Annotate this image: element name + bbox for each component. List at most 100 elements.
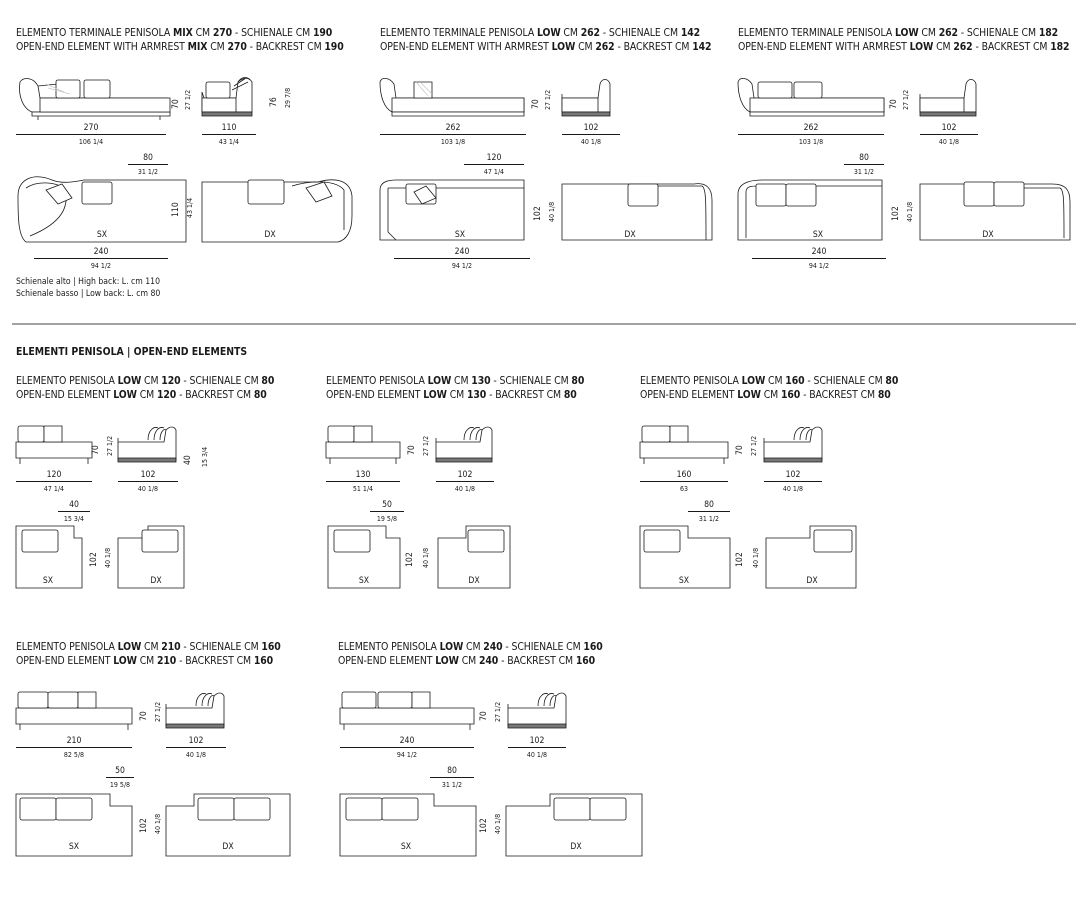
sofa-front-view xyxy=(640,426,728,464)
dimension-line xyxy=(16,481,92,482)
element-title-it: ELEMENTO PENISOLA LOW CM 160 - SCHIENALE… xyxy=(640,375,899,387)
side-width: 110 xyxy=(221,123,237,133)
element-title-en: OPEN-END ELEMENT LOW CM 210 - BACKREST C… xyxy=(16,655,274,667)
sofa-side-view xyxy=(436,427,492,462)
front-width: 240 xyxy=(399,736,415,746)
section-title: ELEMENTI PENISOLA | OPEN-END ELEMENTS xyxy=(16,346,248,358)
depth: 102 xyxy=(89,552,99,567)
side-width-inches: 40 1/8 xyxy=(137,485,159,493)
back-width: 80 xyxy=(859,153,869,163)
height-inches: 27 1/2 xyxy=(106,435,114,456)
back-width-inches: 31 1/2 xyxy=(698,515,720,523)
height: 70 xyxy=(531,99,541,109)
top-width-inches: 94 1/2 xyxy=(808,262,830,270)
dimension-line xyxy=(106,777,134,778)
right-label: DX xyxy=(264,230,276,240)
height: 70 xyxy=(139,711,149,721)
depth: 102 xyxy=(533,206,543,221)
dimension-line xyxy=(380,134,526,135)
dimension-line xyxy=(688,511,730,512)
height: 70 xyxy=(889,99,899,109)
dimension-line xyxy=(436,481,494,482)
depth-inches: 40 1/8 xyxy=(752,547,760,568)
dimension-line xyxy=(34,258,168,259)
top-width-inches: 94 1/2 xyxy=(90,262,112,270)
sofa-top-view xyxy=(506,794,642,856)
depth: 110 xyxy=(171,202,181,217)
sofa-top-view xyxy=(738,180,882,240)
element-title-en: OPEN-END ELEMENT WITH ARMREST MIX CM 270… xyxy=(16,41,344,53)
dimension-line xyxy=(326,481,400,482)
depth-inches: 40 1/8 xyxy=(104,547,112,568)
height-inches: 27 1/2 xyxy=(494,701,502,722)
dimension-line xyxy=(370,511,404,512)
height-inches: 29 7/8 xyxy=(284,87,292,108)
sofa-top-view xyxy=(328,526,400,588)
height: 70 xyxy=(171,99,181,109)
dimension-line xyxy=(562,134,620,135)
right-label: DX xyxy=(468,576,480,586)
sofa-front-view xyxy=(16,426,92,464)
side-width: 102 xyxy=(583,123,599,133)
height: 76 xyxy=(269,97,279,107)
front-width: 262 xyxy=(445,123,461,133)
back-width: 50 xyxy=(115,766,125,776)
element-title-en: OPEN-END ELEMENT LOW CM 130 - BACKREST C… xyxy=(326,389,577,401)
back-width: 120 xyxy=(486,153,502,163)
element-title-it: ELEMENTO PENISOLA LOW CM 120 - SCHIENALE… xyxy=(16,375,275,387)
sofa-top-view xyxy=(920,182,1070,240)
dimension-line xyxy=(16,134,166,135)
depth-inches: 40 1/8 xyxy=(906,201,914,222)
sofa-top-view xyxy=(202,180,352,242)
top-width: 240 xyxy=(811,247,827,257)
front-width-inches: 94 1/2 xyxy=(396,751,418,759)
height: 70 xyxy=(91,445,101,455)
back-width-inches: 47 1/4 xyxy=(483,168,505,176)
sofa-top-view xyxy=(16,526,82,588)
dimension-line xyxy=(738,134,884,135)
sofa-top-view xyxy=(340,794,476,856)
back-width-inches: 19 5/8 xyxy=(109,781,131,789)
note-high-back: Schienale alto | High back: L. cm 110 xyxy=(16,277,160,287)
side-width: 102 xyxy=(188,736,204,746)
depth-inches: 40 1/8 xyxy=(494,813,502,834)
left-label: SX xyxy=(454,230,466,240)
depth: 102 xyxy=(479,818,489,833)
right-label: DX xyxy=(570,842,582,852)
element-title-en: OPEN-END ELEMENT WITH ARMREST LOW CM 262… xyxy=(380,41,712,53)
height: 70 xyxy=(479,711,489,721)
front-width: 160 xyxy=(676,470,692,480)
height: 70 xyxy=(735,445,745,455)
front-width: 120 xyxy=(46,470,62,480)
sofa-top-view xyxy=(16,794,132,856)
dimension-line xyxy=(118,481,178,482)
dimension-line xyxy=(844,164,884,165)
front-width-inches: 47 1/4 xyxy=(43,485,65,493)
front-width-inches: 51 1/4 xyxy=(352,485,374,493)
height: 70 xyxy=(407,445,417,455)
right-label: DX xyxy=(624,230,636,240)
side-width-inches: 40 1/8 xyxy=(580,138,602,146)
height-inches: 27 1/2 xyxy=(422,435,430,456)
side-width-inches: 40 1/8 xyxy=(454,485,476,493)
front-width-inches: 63 xyxy=(679,485,688,493)
dimension-line xyxy=(764,481,822,482)
depth: 102 xyxy=(735,552,745,567)
front-width: 270 xyxy=(83,123,99,133)
front-width-inches: 103 1/8 xyxy=(798,138,824,146)
element-title-en: OPEN-END ELEMENT LOW CM 160 - BACKREST C… xyxy=(640,389,891,401)
sofa-side-view xyxy=(920,80,976,117)
element-title-it: ELEMENTO TERMINALE PENISOLA MIX CM 270 -… xyxy=(16,27,333,39)
dimension-line xyxy=(16,747,132,748)
top-width: 240 xyxy=(454,247,470,257)
dimension-line xyxy=(920,134,978,135)
back-width-inches: 31 1/2 xyxy=(853,168,875,176)
sofa-front-view xyxy=(340,692,474,730)
sofa-side-view xyxy=(202,78,252,117)
element-title-en: OPEN-END ELEMENT WITH ARMREST LOW CM 262… xyxy=(738,41,1070,53)
depth-inches: 40 1/8 xyxy=(154,813,162,834)
element-title-en: OPEN-END ELEMENT LOW CM 120 - BACKREST C… xyxy=(16,389,267,401)
dimension-line xyxy=(640,481,728,482)
front-width: 210 xyxy=(66,736,82,746)
